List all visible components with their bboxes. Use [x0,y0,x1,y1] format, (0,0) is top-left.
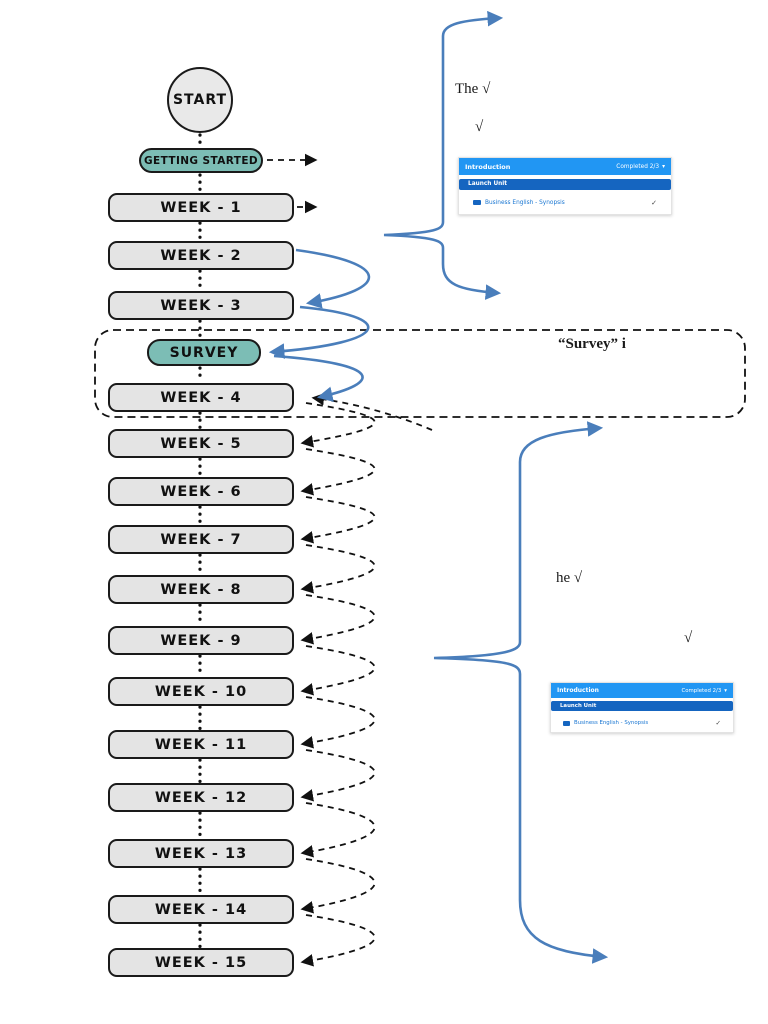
week-10-label: WEEK - 10 [154,683,248,700]
week-6-node: WEEK - 6 [108,477,294,506]
survey-annotation: “Survey” i [558,336,626,352]
lms-completed-status: Completed 2/3 ▾ [681,688,727,694]
lms-completed-label: Completed 2/3 [681,687,722,694]
week-8-node: WEEK - 8 [108,575,294,604]
check-icon: ✓ [715,719,721,728]
getting-started-label: GETTING STARTED [143,154,259,167]
week-15-label: WEEK - 15 [154,954,248,971]
bottom-annotation-line1: he √ [556,570,583,586]
week-4-label: WEEK - 4 [160,389,242,406]
week-7-node: WEEK - 7 [108,525,294,554]
week-5-label: WEEK - 5 [160,435,242,452]
week-7-label: WEEK - 7 [160,531,242,548]
week-3-label: WEEK - 3 [160,297,242,314]
lms-completed-status: Completed 2/3 ▾ [616,164,665,170]
week-11-node: WEEK - 11 [108,730,294,759]
lms-screenshot-card-2: Introduction Completed 2/3 ▾ Launch Unit… [550,682,734,733]
unit-link: Business English - Synopsis [574,720,649,727]
upper-brace-arrow [383,10,504,300]
week-2-label: WEEK - 2 [160,247,242,264]
start-label: START [172,92,228,108]
start-node: START [167,67,233,133]
week-6-label: WEEK - 6 [160,483,242,500]
week-1-node: WEEK - 1 [108,193,294,222]
week-1-label: WEEK - 1 [160,199,242,216]
week-14-node: WEEK - 14 [108,895,294,924]
check-icon: ✓ [651,198,657,207]
bottom-annotation-line2: √ [684,630,693,646]
lms-card-title: Introduction [557,687,599,694]
week-15-node: WEEK - 15 [108,948,294,977]
week-14-label: WEEK - 14 [154,901,248,918]
unit-icon [563,720,570,726]
week-9-label: WEEK - 9 [160,632,242,649]
lms-card-title: Introduction [465,162,511,171]
top-annotation-line1: The √ [455,81,491,97]
week-3-node: WEEK - 3 [108,291,294,320]
lms-unit-row: Business English - Synopsis ✓ [459,199,671,207]
survey-label: SURVEY [169,344,239,361]
chevron-down-icon: ▾ [724,687,727,694]
getting-started-node: GETTING STARTED [139,148,263,173]
lms-card-header: Introduction Completed 2/3 ▾ [551,683,733,698]
week-13-node: WEEK - 13 [108,839,294,868]
unit-link: Business English - Synopsis [485,199,565,206]
lms-screenshot-card-1: Introduction Completed 2/3 ▾ Launch Unit… [458,157,672,215]
week-4-node: WEEK - 4 [108,383,294,412]
survey-node: SURVEY [147,339,261,366]
week-10-node: WEEK - 10 [108,677,294,706]
week-2-node: WEEK - 2 [108,241,294,270]
week-5-node: WEEK - 5 [108,429,294,458]
blue-flow-curves [268,248,371,402]
week-12-node: WEEK - 12 [108,783,294,812]
week-8-label: WEEK - 8 [160,581,242,598]
week-loop-arrows [300,393,433,967]
launch-unit-button: Launch Unit [459,179,671,190]
week-12-label: WEEK - 12 [154,789,248,806]
lms-unit-row: Business English - Synopsis ✓ [551,719,733,727]
unit-icon [473,200,481,206]
lms-card-header: Introduction Completed 2/3 ▾ [459,158,671,175]
chevron-down-icon: ▾ [662,163,665,170]
week-11-label: WEEK - 11 [154,736,248,753]
week-9-node: WEEK - 9 [108,626,294,655]
week-13-label: WEEK - 13 [154,845,248,862]
launch-unit-button: Launch Unit [551,701,733,712]
lms-completed-label: Completed 2/3 [616,163,660,170]
top-annotation-line2: √ [475,119,484,135]
